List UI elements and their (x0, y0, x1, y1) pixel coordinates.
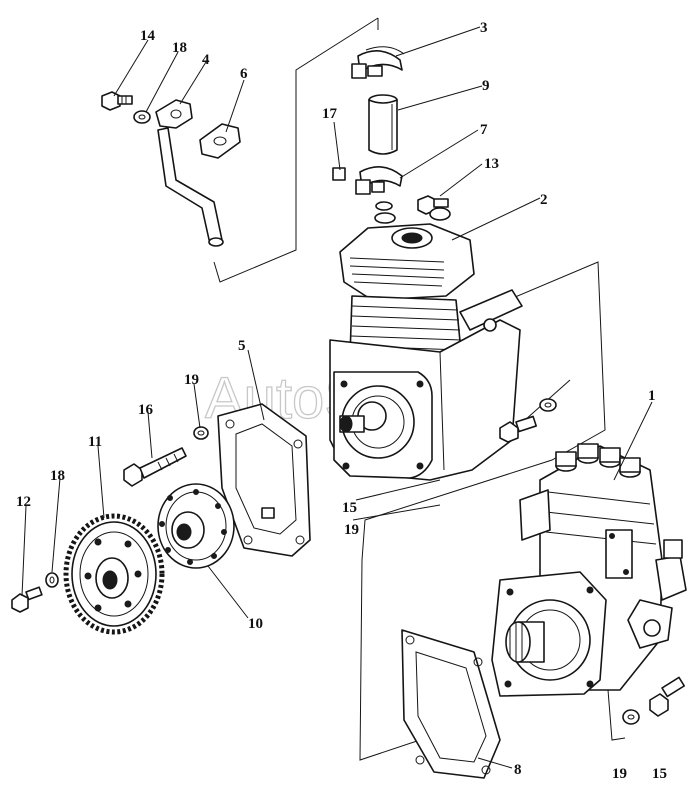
callout-18-top: 18 (172, 40, 187, 56)
callout-7: 7 (480, 122, 488, 138)
nut-17 (332, 167, 346, 181)
callout-15-compressor: 15 (342, 500, 357, 516)
callout-13: 13 (484, 156, 499, 172)
bolt-14 (101, 91, 133, 111)
callout-4: 4 (202, 52, 210, 68)
clamp-7 (355, 166, 403, 195)
washer-18-left (45, 572, 59, 588)
callout-11: 11 (88, 434, 102, 450)
callout-9: 9 (482, 78, 490, 94)
callout-17: 17 (322, 106, 338, 122)
hub-10 (157, 483, 235, 569)
callout-14: 14 (140, 28, 156, 44)
callout-15-pump: 15 (652, 766, 667, 782)
callout-18-left: 18 (50, 468, 65, 484)
bolt-12 (11, 586, 43, 613)
bolt-15-compressor (499, 415, 538, 443)
washer-19-compressor (539, 398, 557, 412)
air-compressor-2 (329, 201, 523, 481)
oil-pipe-4 (155, 99, 224, 247)
callout-19-pump: 19 (612, 766, 627, 782)
callout-8: 8 (514, 762, 522, 778)
callout-12: 12 (16, 494, 31, 510)
callout-10: 10 (248, 616, 263, 632)
injection-pump-1 (491, 443, 687, 697)
bolt-15-pump (649, 676, 686, 717)
leader-lines (21, 26, 653, 769)
callout-1: 1 (648, 388, 656, 404)
gasket-6 (199, 123, 241, 159)
bolt-16 (123, 447, 187, 487)
gear-11 (63, 513, 165, 635)
washer-19-pump (622, 709, 640, 725)
callout-5: 5 (238, 338, 246, 354)
callout-19-compressor: 19 (344, 522, 359, 538)
washer-18-top (133, 110, 151, 124)
callout-3: 3 (480, 20, 488, 36)
sleeve-9 (368, 94, 398, 155)
callout-6: 6 (240, 66, 248, 82)
gasket-5 (217, 403, 311, 557)
callout-labels: 1 2 3 4 5 6 7 8 9 10 11 12 13 14 15 15 1… (16, 20, 667, 782)
bolt-13 (417, 195, 449, 215)
callout-2: 2 (540, 192, 548, 208)
callout-19-left: 19 (184, 372, 199, 388)
callout-16: 16 (138, 402, 154, 418)
clamp-3 (351, 46, 405, 79)
gasket-8 (401, 629, 501, 779)
washer-19-left (193, 426, 209, 440)
